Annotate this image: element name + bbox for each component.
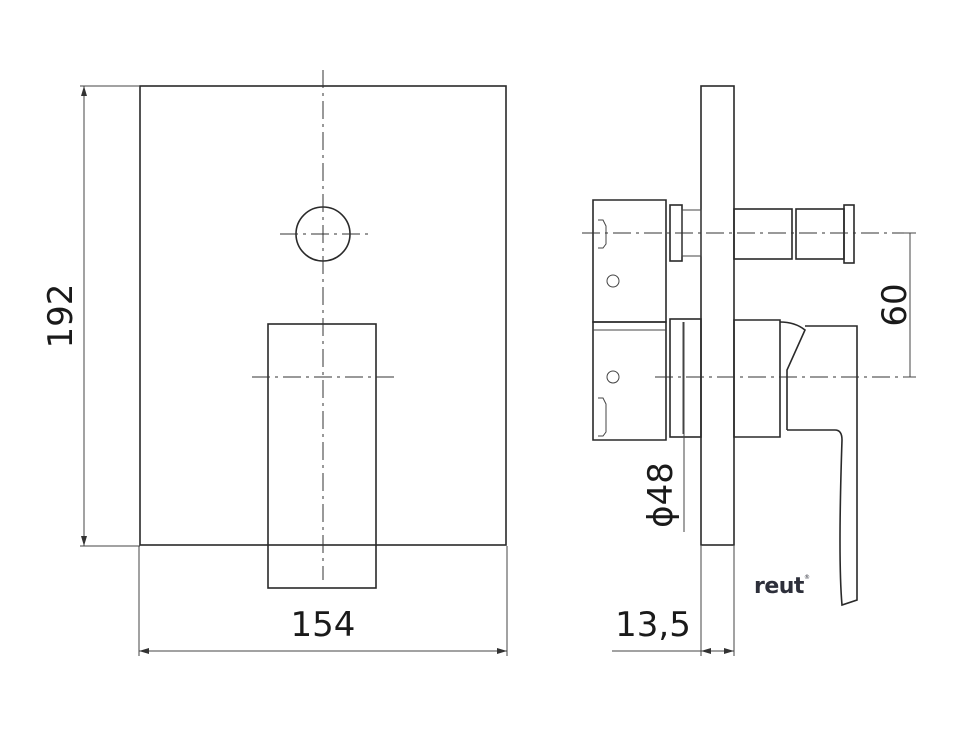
brand-logo: reut® xyxy=(754,574,810,599)
lever-handle-front xyxy=(267,323,377,589)
side-view xyxy=(582,85,912,607)
side-plate xyxy=(700,85,735,546)
width-label: 154 xyxy=(291,605,356,645)
dimension-depth: 13,5 xyxy=(612,546,735,656)
front-view xyxy=(139,70,507,589)
brand-name: reut xyxy=(754,574,804,599)
registered-mark: ® xyxy=(803,574,810,581)
dimension-height: 192 xyxy=(41,85,140,547)
spacing-label: 60 xyxy=(875,283,915,326)
dimension-diameter: ϕ48 xyxy=(641,322,685,532)
height-label: 192 xyxy=(41,284,81,349)
depth-label: 13,5 xyxy=(615,605,691,645)
dimension-width: 154 xyxy=(138,546,508,656)
dimension-spacing: 60 xyxy=(875,232,916,378)
diameter-label: ϕ48 xyxy=(641,462,681,528)
